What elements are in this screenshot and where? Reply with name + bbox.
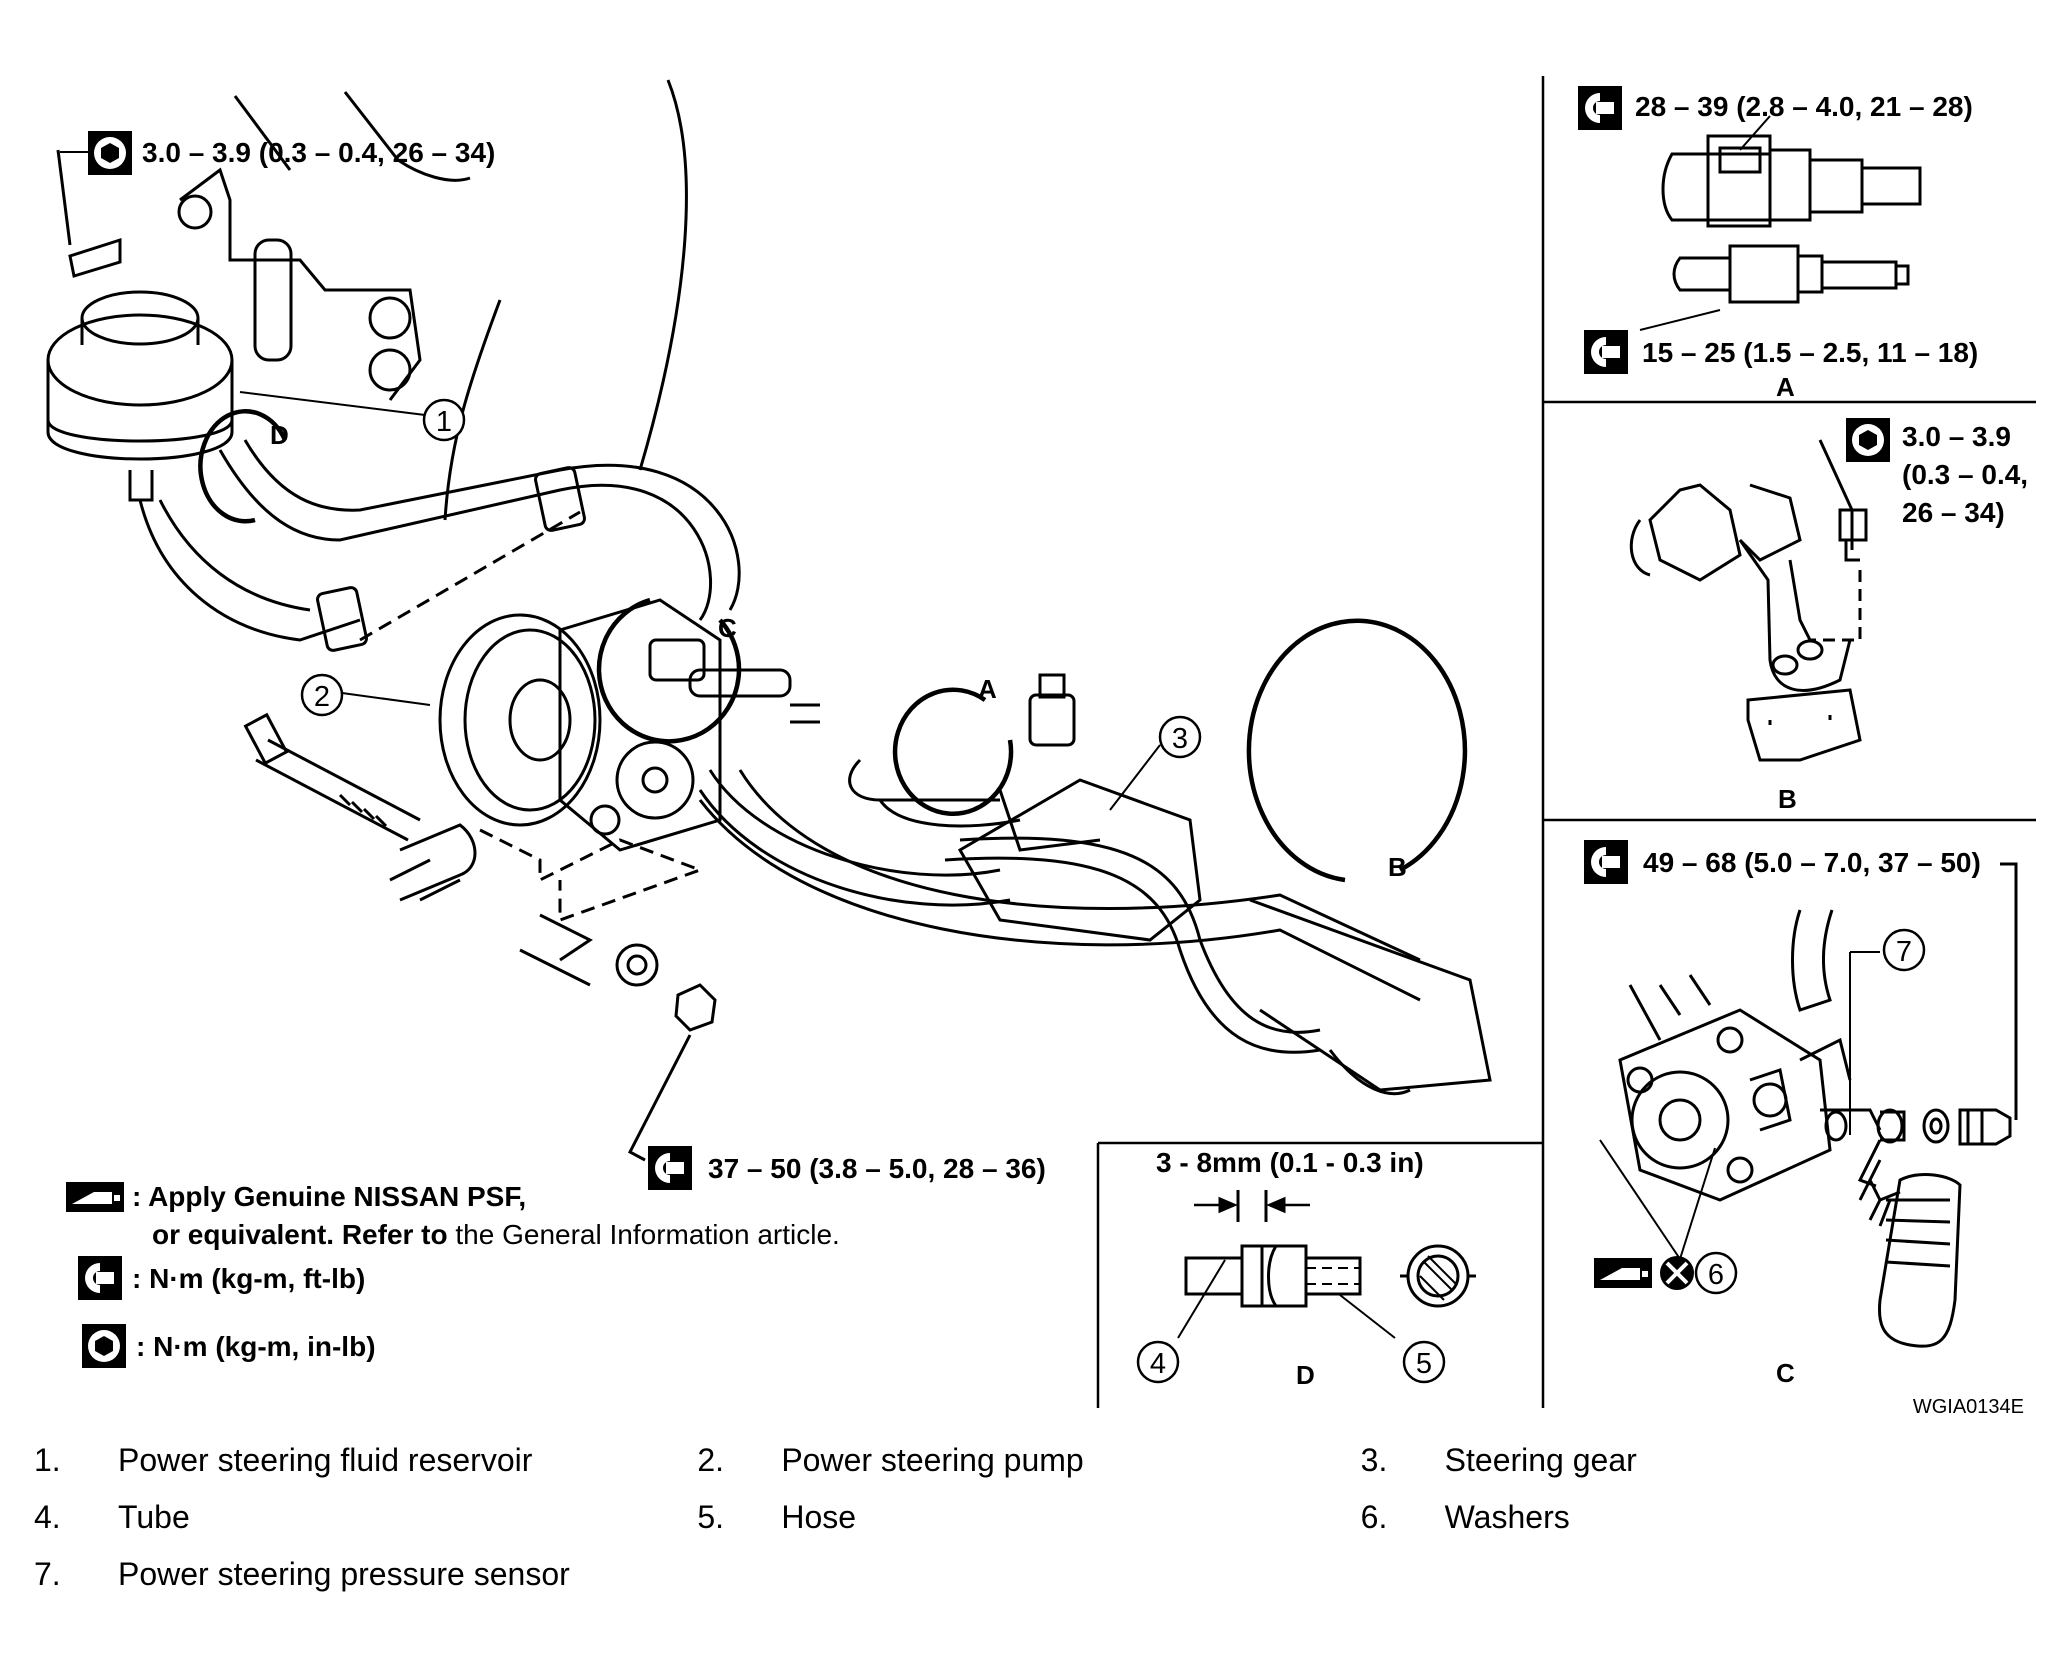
panel-borders <box>1096 76 2036 1408</box>
callout-leaders <box>239 391 1880 1339</box>
callout-4: 4 <box>1136 1340 1180 1384</box>
svg-text:: Apply Genuine NISSAN PSF,: : Apply Genuine NISSAN PSF, <box>132 1181 526 1212</box>
svg-text:49 – 68 (5.0 – 7.0, 37 – 50): 49 – 68 (5.0 – 7.0, 37 – 50) <box>1643 847 1981 878</box>
legend-item: 1. Power steering fluid reservoir <box>34 1442 697 1479</box>
svg-text:7: 7 <box>1896 936 1912 968</box>
legend-row: 1. Power steering fluid reservoir 2. Pow… <box>34 1432 2024 1489</box>
legend-text: Power steering pump <box>781 1442 1084 1478</box>
legend-text: Washers <box>1444 1499 1570 1535</box>
svg-text:6: 6 <box>1708 1259 1724 1291</box>
legend-number: 4. <box>34 1499 61 1535</box>
legend-number: 3. <box>1360 1442 1388 1478</box>
callout-6: 6 <box>1694 1251 1738 1295</box>
svg-text:D: D <box>1296 1360 1315 1390</box>
legend-text: Power steering pressure sensor <box>118 1556 570 1592</box>
detail-d: 3 - 8mm (0.1 - 0.3 in) D <box>1156 1147 1476 1390</box>
svg-text:37 – 50 (3.8 – 5.0, 28 – 36): 37 – 50 (3.8 – 5.0, 28 – 36) <box>708 1153 1046 1184</box>
svg-text:4: 4 <box>1150 1348 1166 1380</box>
legend-row: 4. Tube 5. Hose 6. Washers <box>34 1489 2024 1546</box>
callout-numbers: 1 2 3 4 5 6 7 <box>300 398 1926 1384</box>
legend-number: 6. <box>1360 1499 1388 1535</box>
svg-text:A: A <box>978 674 997 704</box>
detail-circles <box>198 409 1468 883</box>
figure-code: WGIA0134E <box>1913 1396 2024 1418</box>
svg-text:or equivalent. Refer to the Ge: or equivalent. Refer to the General Info… <box>152 1219 840 1250</box>
legend-number: 7. <box>34 1556 61 1592</box>
svg-text:5: 5 <box>1416 1348 1432 1380</box>
callout-2: 2 <box>300 673 344 717</box>
torque-label-pump-nut: 37 – 50 (3.8 – 5.0, 28 – 36) <box>648 1146 1046 1190</box>
notes: : Apply Genuine NISSAN PSF, or equivalen… <box>66 1181 840 1368</box>
callout-5: 5 <box>1402 1340 1446 1384</box>
svg-text:C: C <box>1776 1358 1795 1388</box>
svg-text:(0.3 – 0.4,: (0.3 – 0.4, <box>1902 459 2028 490</box>
detail-c: 49 – 68 (5.0 – 7.0, 37 – 50) <box>1584 840 2018 1388</box>
legend-item: 7. Power steering pressure sensor <box>34 1556 714 1593</box>
pump-body <box>558 598 820 852</box>
callout-1: 1 <box>422 398 466 442</box>
reservoir-bracket <box>56 149 422 401</box>
svg-text:D: D <box>270 420 289 450</box>
callout-7: 7 <box>1882 928 1926 972</box>
fluid-reservoir <box>46 290 234 502</box>
legend-number: 1. <box>34 1442 61 1478</box>
svg-text:15 – 25 (1.5 – 2.5, 11 – 18): 15 – 25 (1.5 – 2.5, 11 – 18) <box>1642 337 1978 368</box>
svg-text:26 – 34): 26 – 34) <box>1902 497 2005 528</box>
power-steering-diagram: 1 2 3 4 5 6 7 D C A B <box>46 76 2036 1418</box>
svg-text:2: 2 <box>314 681 330 713</box>
legend-item: 3. Steering gear <box>1361 1442 2024 1479</box>
svg-text:B: B <box>1388 852 1407 882</box>
legend-number: 5. <box>697 1499 725 1535</box>
legend-text: Steering gear <box>1444 1442 1637 1478</box>
legend-item: 2. Power steering pump <box>697 1442 1360 1479</box>
svg-text:3: 3 <box>1172 723 1188 755</box>
svg-text:3.0 – 3.9: 3.0 – 3.9 <box>1902 421 2011 452</box>
svg-text:28 – 39 (2.8 – 4.0, 21 – 28): 28 – 39 (2.8 – 4.0, 21 – 28) <box>1635 91 1973 122</box>
pump-pulley <box>438 613 602 827</box>
svg-text:A: A <box>1776 372 1795 402</box>
legend-item: 5. Hose <box>697 1499 1360 1536</box>
svg-text:3 - 8mm (0.1 - 0.3 in): 3 - 8mm (0.1 - 0.3 in) <box>1156 1147 1424 1178</box>
legend-number: 2. <box>697 1442 725 1478</box>
legend-text: Hose <box>781 1499 857 1535</box>
legend-text: Tube <box>118 1499 190 1535</box>
detail-a: 28 – 39 (2.8 – 4.0, 21 – 28) 15 – 25 (1.… <box>1578 86 1978 402</box>
pump-mounting-bolt <box>243 712 421 842</box>
svg-text:1: 1 <box>436 406 452 438</box>
svg-text:B: B <box>1778 784 1797 814</box>
svg-text:: N·m (kg-m, ft-lb): : N·m (kg-m, ft-lb) <box>132 1263 365 1294</box>
do-not-reuse-icon <box>1660 1256 1694 1290</box>
legend-item: 6. Washers <box>1361 1499 2024 1536</box>
legend-item: 4. Tube <box>34 1499 697 1536</box>
svg-text:: N·m (kg-m, in-lb): : N·m (kg-m, in-lb) <box>136 1331 376 1362</box>
legend-text: Power steering fluid reservoir <box>118 1442 533 1478</box>
callout-3: 3 <box>1158 715 1202 759</box>
legend-table: 1. Power steering fluid reservoir 2. Pow… <box>34 1432 2024 1603</box>
torque-label-reservoir: 3.0 – 3.9 (0.3 – 0.4, 26 – 34) <box>60 131 495 175</box>
detail-letters: D C A B <box>270 420 1407 882</box>
svg-text:3.0 – 3.9 (0.3 – 0.4, 26 – 34): 3.0 – 3.9 (0.3 – 0.4, 26 – 34) <box>142 137 495 168</box>
steering-gear <box>848 673 1202 942</box>
detail-b: 3.0 – 3.9 (0.3 – 0.4, 26 – 34) B <box>1629 418 2028 814</box>
legend-row: 7. Power steering pressure sensor <box>34 1546 2024 1603</box>
main-assembly <box>46 79 1492 1162</box>
svg-text:C: C <box>718 613 737 643</box>
